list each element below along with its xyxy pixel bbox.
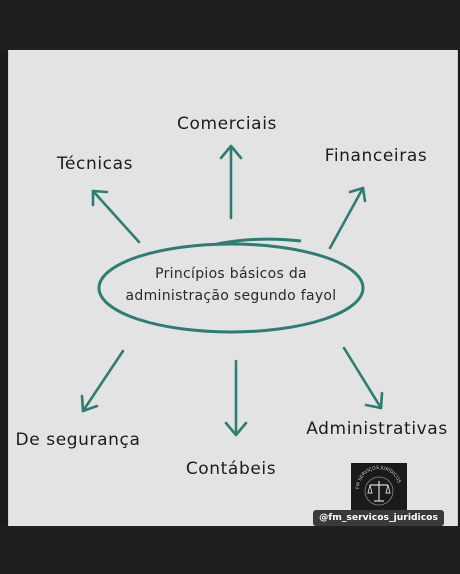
center-label-line1: Princípios básicos da: [155, 266, 307, 282]
brand-logo: FM SERVIÇOS JURÍDICOS: [351, 463, 407, 513]
arrow-to-administrativas: [342, 346, 384, 410]
center-ellipse: [97, 242, 365, 334]
node-de-seguranca: De segurança: [16, 430, 141, 450]
center-ellipse-overlap-stroke: [216, 237, 302, 246]
node-contabeis: Contábeis: [186, 459, 276, 479]
diagram-canvas: Princípios básicos da administração segu…: [8, 50, 458, 526]
node-tecnicas: Técnicas: [56, 154, 133, 174]
center-label-line2: administração segundo fayol: [126, 288, 337, 304]
node-financeiras: Financeiras: [325, 146, 428, 166]
mind-map-diagram: Princípios básicos da administração segu…: [16, 114, 448, 479]
arrow-to-seguranca: [80, 349, 125, 413]
scales-of-justice-icon: FM SERVIÇOS JURÍDICOS: [355, 465, 402, 506]
watermark-handle: @fm_servicos_juridicos: [313, 510, 444, 526]
node-comerciais: Comerciais: [177, 114, 277, 134]
node-administrativas: Administrativas: [306, 419, 448, 439]
arrow-to-tecnicas: [91, 189, 141, 244]
arrow-to-comerciais: [219, 144, 243, 220]
arrow-to-contabeis: [224, 359, 248, 437]
bottom-letterbox-bar: [0, 526, 460, 574]
top-letterbox-bar: [0, 0, 460, 50]
arrow-to-financeiras: [328, 186, 367, 250]
